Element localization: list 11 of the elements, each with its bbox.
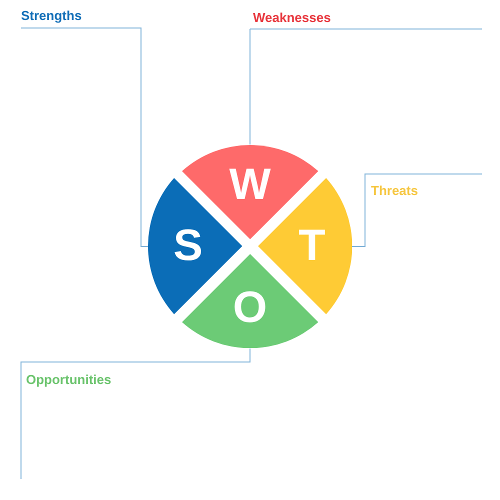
section-heading: Opportunities bbox=[26, 372, 112, 388]
segment-letter: W bbox=[229, 162, 271, 206]
section-heading: Threats bbox=[371, 183, 418, 199]
section-heading: Strengths bbox=[21, 8, 82, 24]
segment-letter: S bbox=[173, 224, 203, 268]
segment-letter: T bbox=[298, 224, 326, 268]
section-heading: Weaknesses bbox=[253, 10, 331, 26]
leader-line bbox=[20, 348, 250, 380]
leader-line bbox=[20, 28, 148, 247]
leader-line bbox=[352, 190, 366, 247]
segment-letter: O bbox=[232, 286, 268, 330]
